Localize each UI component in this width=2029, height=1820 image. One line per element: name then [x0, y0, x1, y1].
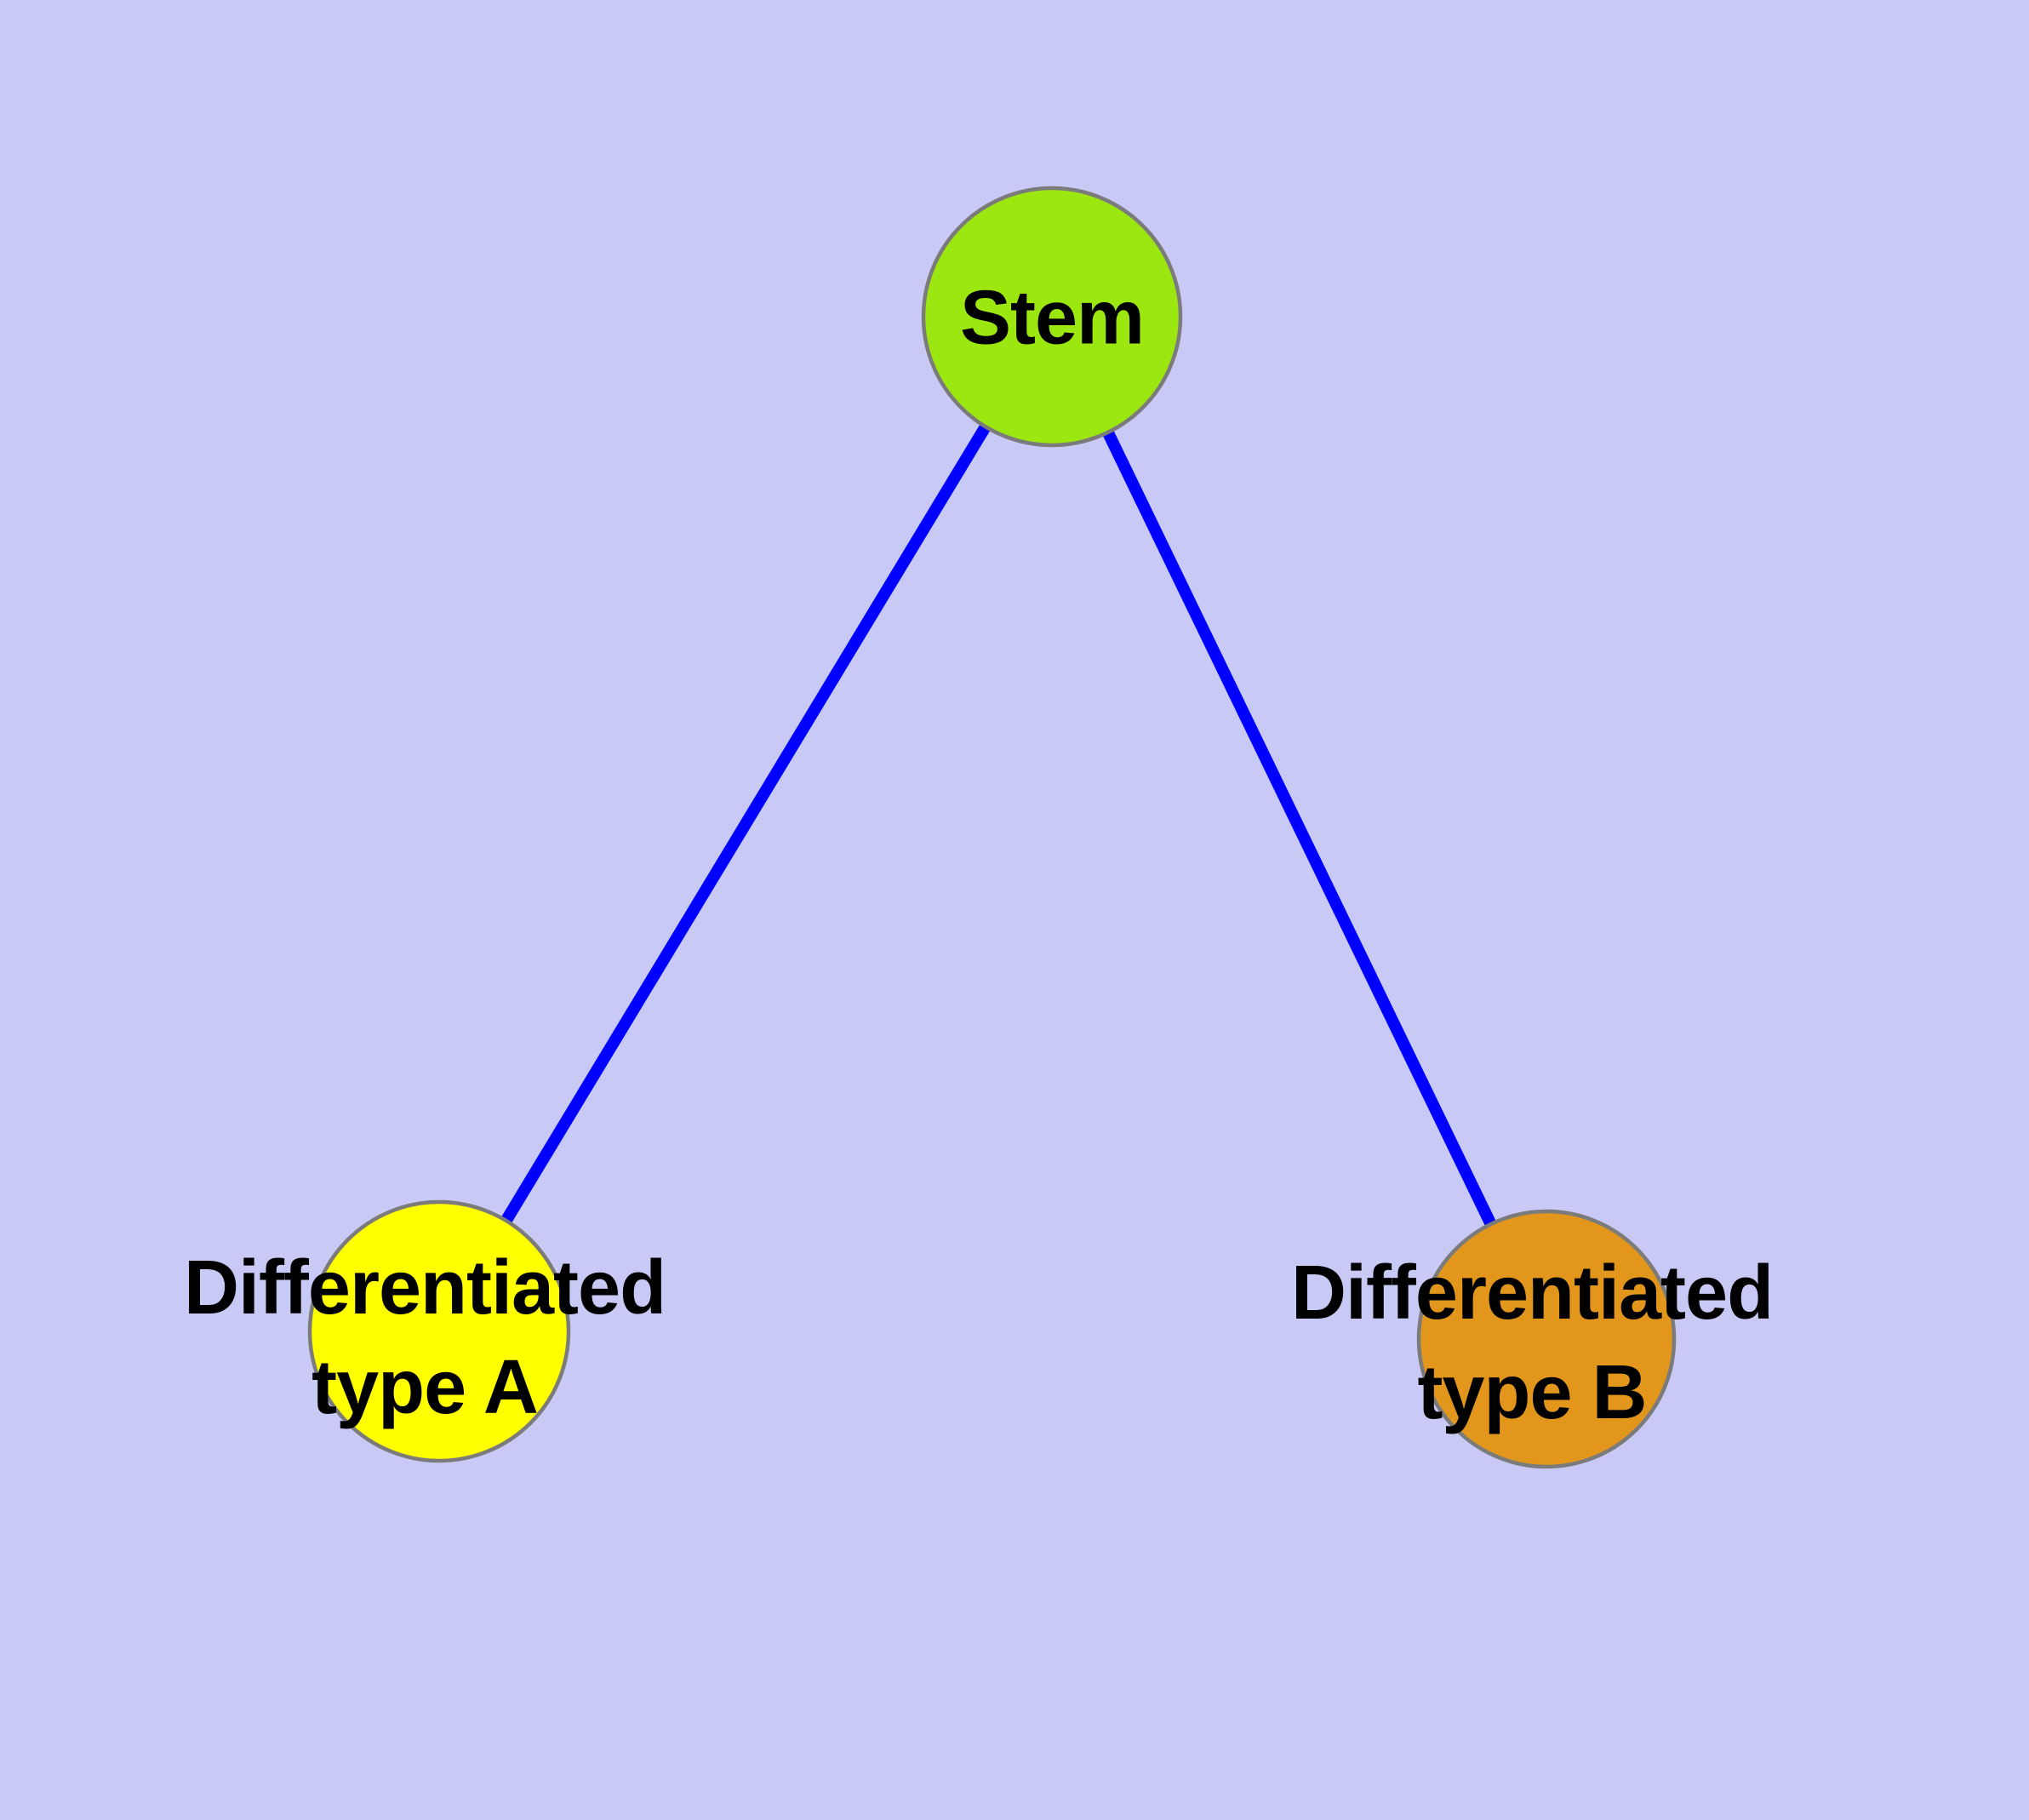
node-stem-label: Stem	[959, 275, 1145, 361]
edge-stem-to-type-a	[434, 313, 1057, 1335]
node-type-b-label: Differentiated type B	[1290, 1244, 1774, 1443]
node-type-b-label-line1: Differentiated	[1290, 1251, 1774, 1336]
node-type-b-label-line2: type B	[1417, 1350, 1647, 1435]
node-type-a-label: Differentiated type A	[184, 1239, 666, 1438]
node-differentiated-type-a	[307, 1199, 571, 1463]
edge-stem-to-type-b	[1046, 313, 1552, 1342]
node-type-a-label-line2: type A	[311, 1345, 539, 1430]
node-stem	[921, 186, 1183, 448]
node-type-a-label-line1: Differentiated	[183, 1245, 666, 1331]
node-differentiated-type-b	[1416, 1209, 1677, 1469]
